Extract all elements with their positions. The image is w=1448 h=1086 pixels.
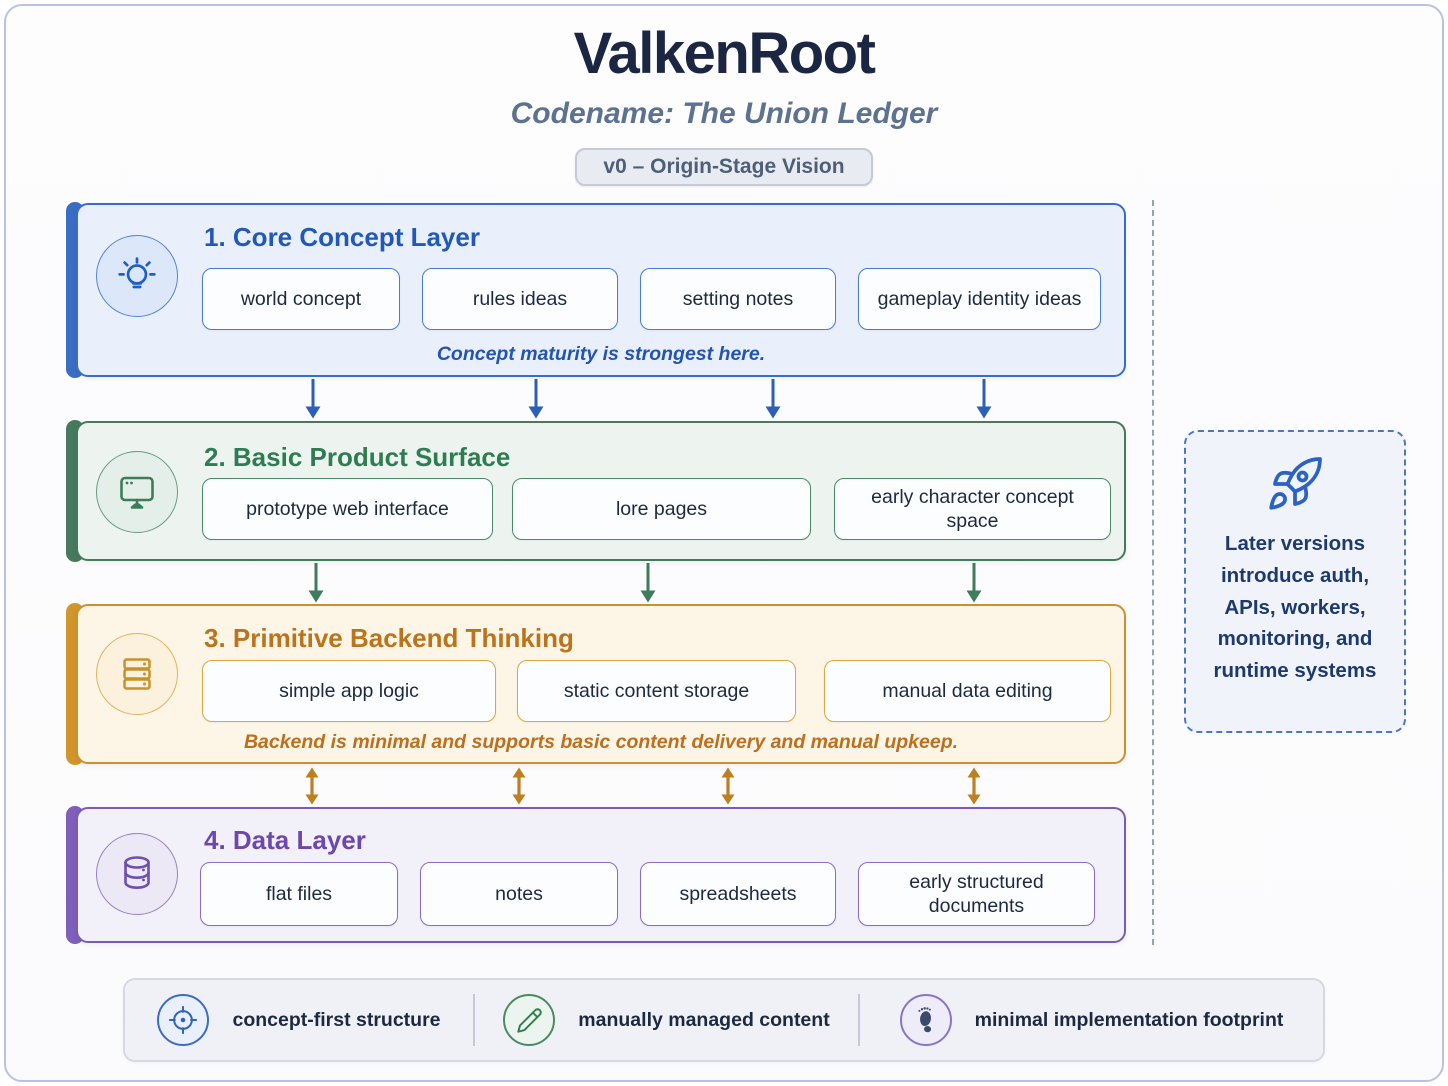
layer-title: 4. Data Layer: [204, 825, 366, 855]
flow-arrow-bidirectional: [967, 767, 981, 805]
flow-arrow-down: [305, 379, 321, 419]
flow-arrow-bidirectional: [512, 767, 526, 805]
chip: static content storage: [517, 660, 796, 722]
layer-product-surface: 2. Basic Product Surface prototype web i…: [66, 420, 1126, 562]
principle-item: minimal implementation footprint: [860, 994, 1323, 1046]
principle-item: concept-first structure: [125, 994, 473, 1046]
version-badge: v0 – Origin-Stage Vision: [575, 148, 873, 186]
chip: spreadsheets: [640, 862, 836, 926]
future-versions-note: Later versions introduce auth, APIs, wor…: [1184, 430, 1406, 733]
chip: notes: [420, 862, 618, 926]
rocket-icon: [1265, 454, 1325, 514]
principle-label: minimal implementation footprint: [974, 1008, 1284, 1031]
principle-label: concept-first structure: [232, 1008, 441, 1031]
flow-arrow-down: [528, 379, 544, 419]
monitor-icon: [96, 451, 178, 533]
chip: flat files: [200, 862, 398, 926]
lightbulb-icon: [96, 235, 178, 317]
layer-core-concept: 1. Core Concept Layer world concept rule…: [66, 202, 1126, 378]
dashed-separator: [1152, 200, 1154, 945]
page-title: ValkenRoot: [573, 21, 876, 86]
footer-divider: [858, 994, 860, 1046]
future-versions-text: Later versions introduce auth, APIs, wor…: [1213, 532, 1377, 683]
layer-title: 3. Primitive Backend Thinking: [204, 623, 574, 653]
target-icon: [157, 994, 210, 1046]
flow-arrow-bidirectional: [305, 767, 319, 805]
layer-caption: Concept maturity is strongest here.: [436, 343, 766, 365]
server-icon: [96, 633, 178, 715]
chip: manual data editing: [824, 660, 1111, 722]
principle-label: manually managed content: [578, 1008, 830, 1031]
footer-divider: [473, 994, 475, 1046]
chip: early character concept space: [834, 478, 1111, 540]
chip: simple app logic: [202, 660, 496, 722]
pencil-icon: [503, 994, 556, 1046]
chip: prototype web interface: [202, 478, 493, 540]
principles-bar: concept-first structure manually managed…: [123, 978, 1325, 1062]
layer-data: 4. Data Layer flat files notes spreadshe…: [66, 806, 1126, 944]
page-subtitle: Codename: The Union Ledger: [510, 97, 938, 130]
flow-arrow-bidirectional: [721, 767, 735, 805]
flow-arrow-down: [966, 563, 982, 603]
flow-arrow-down: [640, 563, 656, 603]
chip: early structured documents: [858, 862, 1095, 926]
chip: world concept: [202, 268, 400, 330]
flow-arrow-down: [308, 563, 324, 603]
principle-item: manually managed content: [475, 994, 858, 1046]
flow-arrow-down: [765, 379, 781, 419]
chip: lore pages: [512, 478, 811, 540]
database-icon: [96, 833, 178, 915]
chip: gameplay identity ideas: [858, 268, 1101, 330]
layer-backend-thinking: 3. Primitive Backend Thinking simple app…: [66, 603, 1126, 765]
footprint-icon: [899, 994, 952, 1046]
chip: setting notes: [640, 268, 836, 330]
layer-title: 2. Basic Product Surface: [204, 442, 511, 472]
layer-title: 1. Core Concept Layer: [204, 222, 480, 252]
flow-arrow-down: [976, 379, 992, 419]
layer-caption: Backend is minimal and supports basic co…: [243, 731, 959, 753]
version-badge-row: v0 – Origin-Stage Vision: [0, 148, 1448, 186]
chip: rules ideas: [422, 268, 618, 330]
